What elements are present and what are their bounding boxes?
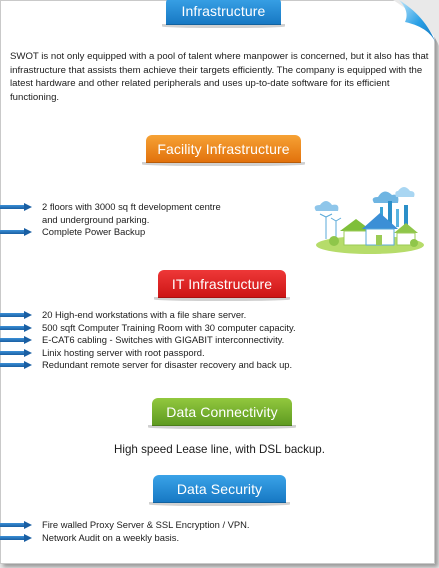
- list-item: and underground parking.: [42, 213, 150, 225]
- list-item: E-CAT6 cabling - Switches with GIGABIT i…: [0, 334, 420, 347]
- arrow-bullet-icon: [0, 228, 32, 237]
- list-item: 20 High-end workstations with a file sha…: [0, 309, 420, 322]
- infrastructure-description: SWOT is not only equipped with a pool of…: [10, 51, 429, 103]
- arrow-bullet-icon: [0, 311, 32, 319]
- eco-house-illustration-icon: [314, 187, 424, 254]
- connectivity-header: Data Connectivity: [148, 398, 296, 429]
- facility-list: 2 floors with 3000 sq ft development cen…: [0, 201, 290, 239]
- page-curl-icon: [393, 0, 439, 46]
- list-item: Complete Power Backup: [0, 226, 290, 239]
- it-title: IT Infrastructure: [171, 276, 273, 292]
- arrow-bullet-icon: [0, 336, 32, 345]
- list-item: Fire walled Proxy Server & SSL Encryptio…: [0, 519, 420, 532]
- list-item: Redundant remote server for disaster rec…: [0, 359, 420, 372]
- list-item: 500 sqft Computer Training Room with 30 …: [0, 322, 420, 335]
- it-list: 20 High-end workstations with a file sha…: [0, 309, 420, 372]
- arrow-bullet-icon: [0, 323, 32, 332]
- infrastructure-header: Infrastructure: [162, 0, 285, 28]
- security-title: Data Security: [176, 481, 263, 497]
- facility-title: Facility Infrastructure: [157, 141, 290, 157]
- connectivity-title: Data Connectivity: [166, 404, 278, 420]
- infrastructure-title: Infrastructure: [181, 3, 266, 19]
- arrow-bullet-icon: [0, 521, 32, 529]
- connectivity-description: High speed Lease line, with DSL backup.: [114, 443, 325, 456]
- list-item: Network Audit on a weekly basis.: [0, 532, 420, 545]
- security-header: Data Security: [149, 475, 290, 506]
- facility-header: Facility Infrastructure: [142, 135, 305, 166]
- list-item: 2 floors with 3000 sq ft development cen…: [0, 201, 290, 214]
- arrow-bullet-icon: [0, 533, 32, 542]
- arrow-bullet-icon: [0, 361, 32, 370]
- security-list: Fire walled Proxy Server & SSL Encryptio…: [0, 519, 420, 544]
- arrow-bullet-icon: [0, 348, 32, 357]
- arrow-bullet-icon: [0, 203, 32, 211]
- list-item: Linix hosting server with root passpord.: [0, 347, 420, 360]
- it-header: IT Infrastructure: [154, 270, 290, 301]
